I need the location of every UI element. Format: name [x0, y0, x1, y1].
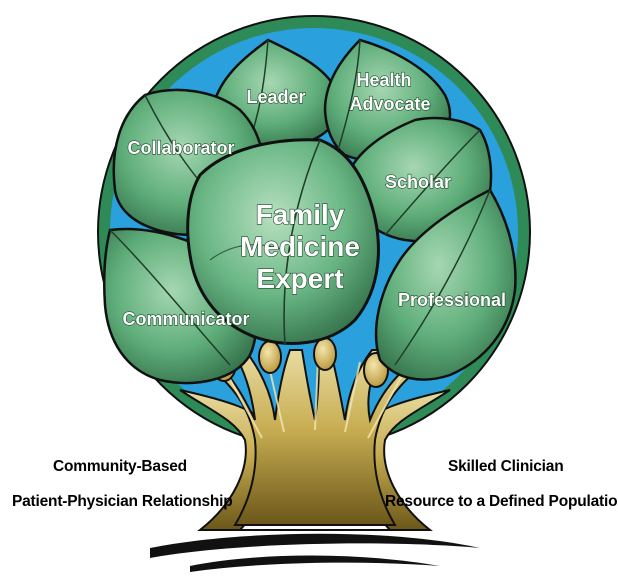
leaf-label-health: Health: [356, 70, 411, 90]
leaf-label-expert: Expert: [256, 263, 343, 294]
leaf-label-advocate: Advocate: [349, 94, 430, 114]
leaf-family-medicine-expert: [186, 138, 380, 346]
leaf-professional: [374, 188, 517, 381]
left-caption-line-2: Patient-Physician Relationship: [12, 493, 233, 510]
leaf-label-leader: Leader: [246, 87, 305, 107]
tree-trunk: [150, 349, 480, 572]
leaf-label-communicator: Communicator: [122, 309, 249, 329]
leaf-label-collaborator: Collaborator: [127, 138, 234, 158]
leaf-label-professional: Professional: [398, 290, 506, 310]
leaf-label-medicine: Medicine: [240, 231, 360, 262]
leaf-label-scholar: Scholar: [385, 172, 451, 192]
right-caption-line-2: Resource to a Defined Population: [385, 493, 618, 510]
leaf-label-family: Family: [256, 199, 345, 230]
left-caption-line-1: Community-Based: [53, 458, 187, 475]
right-caption-line-1: Skilled Clinician: [448, 458, 564, 475]
